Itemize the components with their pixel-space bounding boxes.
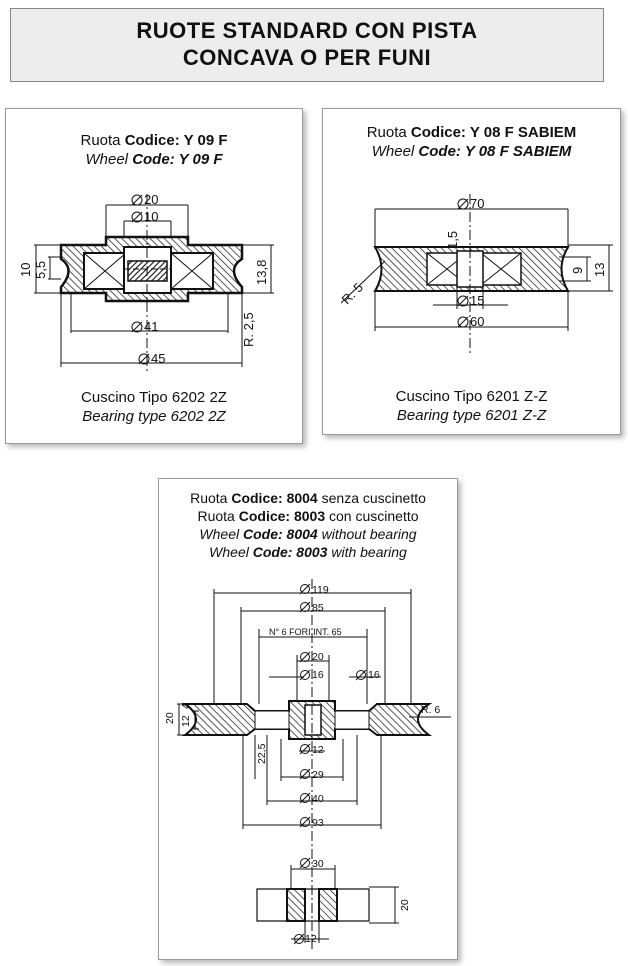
wheel-code-8004-en: Wheel Code: 8004 without bearing [199, 526, 417, 542]
wheel-panel-y08f: Ruota Codice: Y 08 F SABIEM Wheel Code: … [322, 108, 621, 435]
bearing-type-en: Bearing type 6201 Z-Z [396, 407, 547, 424]
dim-h5-5: 5,5 [33, 261, 48, 279]
dim-h4: 4 [180, 703, 192, 709]
dim-h10: 10 [18, 263, 33, 277]
dim-h13-8: 13,8 [254, 260, 269, 285]
dim-d12b: 12 [305, 933, 317, 945]
wheel-panel-8004-8003: Ruota Codice: 8004 senza cuscinetto Ruot… [158, 478, 458, 960]
dim-d70: 70 [470, 196, 484, 211]
dim-d60: 60 [470, 314, 484, 329]
dim-d15: 15 [470, 293, 484, 308]
bearing-type-it: Cuscino Tipo 6201 Z-Z [395, 388, 548, 405]
wheel-y08f-drawing: 70 1,5 R. 5 9 13 15 60 [339, 194, 613, 354]
wheel-y09f-drawing: 20 10 10 5,5 13,8 R. 2,5 41 45 [18, 192, 274, 371]
wheel-code-it: Ruota Codice: Y 08 F SABIEM [366, 124, 577, 141]
dim-h12: 12 [180, 715, 192, 727]
dim-d20: 20 [312, 651, 324, 663]
wheel-code-it: Ruota Codice: Y 09 F [80, 132, 228, 149]
wheel-code-8004-it: Ruota Codice: 8004 senza cuscinetto [190, 490, 426, 506]
dim-d20: 20 [144, 192, 158, 207]
dim-r6: R. 6 [421, 704, 440, 716]
dim-d40: 40 [312, 793, 324, 805]
bearing-type-en: Bearing type 6202 2Z [82, 408, 226, 425]
bearing-type-it: Cuscino Tipo 6202 2Z [81, 389, 227, 406]
dim-h9: 9 [570, 267, 585, 274]
dim-h22-5: 22,5 [256, 743, 268, 764]
page-title-line-1: RUOTE STANDARD CON PISTA [136, 18, 478, 43]
dim-d30: 30 [312, 858, 324, 870]
wheel-code-8003-it: Ruota Codice: 8003 con cuscinetto [197, 508, 419, 524]
dim-d85: 85 [312, 602, 324, 614]
page-title-box: RUOTE STANDARD CON PISTA CONCAVA O PER F… [10, 8, 604, 82]
dim-d16b: 16 [368, 669, 380, 681]
dim-d12: 12 [312, 744, 324, 756]
wheel-code-en: Wheel Code: Y 09 F [85, 151, 223, 168]
wheel-8004-drawing: 119 85 N° 6 FORI INT. 65 20 16 16 R. 6 2… [164, 579, 451, 951]
page-title-line-2: CONCAVA O PER FUNI [182, 45, 432, 70]
dim-r2-5: R. 2,5 [241, 312, 256, 347]
dim-d45: 45 [151, 351, 165, 366]
dim-d16a: 16 [312, 669, 324, 681]
dim-d29: 29 [312, 769, 324, 781]
dim-h1-5: 1,5 [445, 231, 460, 249]
dim-d10: 10 [144, 209, 158, 224]
wheel-code-en: Wheel Code: Y 08 F SABIEM [371, 143, 572, 160]
wheel-code-8003-en: Wheel Code: 8003 with bearing [209, 544, 407, 560]
dim-fori: N° 6 FORI INT. 65 [269, 627, 342, 637]
wheel-panel-y09f: Ruota Codice: Y 09 F Wheel Code: Y 09 F [5, 108, 303, 444]
dim-d119: 119 [312, 584, 329, 596]
dim-h20b: 20 [399, 899, 411, 911]
dim-h20: 20 [164, 712, 176, 724]
dim-d41: 41 [144, 319, 158, 334]
dim-h13: 13 [592, 263, 607, 277]
dim-d93: 93 [312, 817, 324, 829]
